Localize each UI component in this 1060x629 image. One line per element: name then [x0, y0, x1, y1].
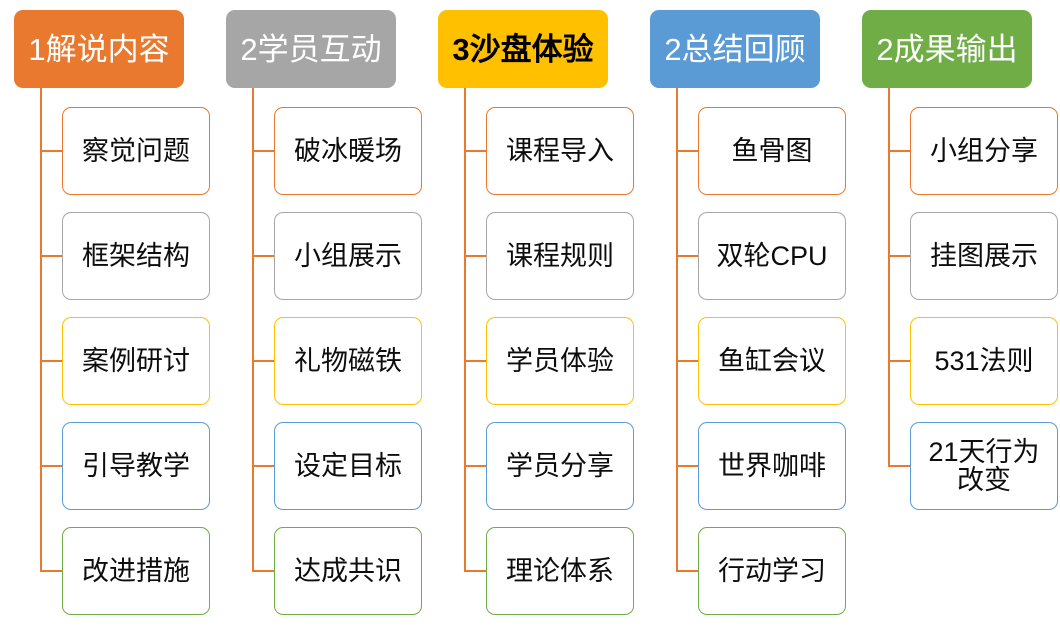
branch-column-4: 2总结回顾鱼骨图双轮CPU 鱼缸会议世界咖啡行动学习 — [636, 0, 848, 629]
child-box[interactable]: 鱼缸会议 — [698, 317, 846, 405]
connector-trunk — [464, 88, 466, 571]
connector-stub — [464, 570, 486, 572]
child-box[interactable]: 破冰暖场 — [274, 107, 422, 195]
connector-stub — [676, 360, 698, 362]
child-box[interactable]: 理论体系 — [486, 527, 634, 615]
child-label: 破冰暖场 — [294, 135, 402, 166]
branch-header-label: 3沙盘体验 — [452, 31, 594, 67]
child-label: 21天行为改变 — [928, 436, 1040, 495]
connector-stub — [676, 150, 698, 152]
connector-stub — [252, 255, 274, 257]
child-box[interactable]: 世界咖啡 — [698, 422, 846, 510]
child-box[interactable]: 小组分享 — [910, 107, 1058, 195]
child-label: 改进措施 — [82, 555, 190, 586]
child-box[interactable]: 设定目标 — [274, 422, 422, 510]
child-box[interactable]: 鱼骨图 — [698, 107, 846, 195]
connector-trunk — [888, 88, 890, 466]
branch-header-label: 2成果输出 — [876, 31, 1018, 67]
child-box[interactable]: 框架结构 — [62, 212, 210, 300]
branch-column-5: 2成果输出小组分享挂图展示 531法则 21天行为改变 — [848, 0, 1060, 629]
child-label: 课程导入 — [506, 135, 614, 166]
connector-stub — [252, 570, 274, 572]
connector-stub — [40, 150, 62, 152]
child-label: 挂图展示 — [930, 240, 1038, 271]
branch-column-2: 2学员互动破冰暖场小组展示礼物磁铁设定目标达成共识 — [212, 0, 424, 629]
child-label: 框架结构 — [82, 240, 190, 271]
child-box[interactable]: 小组展示 — [274, 212, 422, 300]
branch-header-5[interactable]: 2成果输出 — [862, 10, 1032, 88]
child-label: 达成共识 — [294, 555, 402, 586]
connector-stub — [676, 570, 698, 572]
connector-stub — [888, 360, 910, 362]
child-label: 世界咖啡 — [718, 450, 826, 481]
child-box[interactable]: 531法则 — [910, 317, 1058, 405]
child-label: 设定目标 — [294, 450, 402, 481]
child-box[interactable]: 21天行为改变 — [910, 422, 1058, 510]
branch-column-3: 3沙盘体验课程导入课程规则学员体验学员分享理论体系 — [424, 0, 636, 629]
child-box[interactable]: 改进措施 — [62, 527, 210, 615]
child-box[interactable]: 双轮CPU — [698, 212, 846, 300]
child-label: 礼物磁铁 — [294, 345, 402, 376]
branch-header-label: 2学员互动 — [240, 31, 382, 67]
child-box[interactable]: 挂图展示 — [910, 212, 1058, 300]
connector-trunk — [676, 88, 678, 571]
child-label: 行动学习 — [718, 555, 826, 586]
child-box[interactable]: 行动学习 — [698, 527, 846, 615]
connector-stub — [888, 465, 910, 467]
branch-header-1[interactable]: 1解说内容 — [14, 10, 184, 88]
child-box[interactable]: 礼物磁铁 — [274, 317, 422, 405]
connector-stub — [676, 465, 698, 467]
child-label: 小组分享 — [930, 135, 1038, 166]
connector-stub — [464, 255, 486, 257]
child-box[interactable]: 达成共识 — [274, 527, 422, 615]
child-label: 学员体验 — [506, 345, 614, 376]
connector-stub — [464, 150, 486, 152]
connector-stub — [252, 360, 274, 362]
connector-trunk — [252, 88, 254, 571]
child-box[interactable]: 课程规则 — [486, 212, 634, 300]
child-label: 理论体系 — [506, 555, 614, 586]
child-box[interactable]: 察觉问题 — [62, 107, 210, 195]
child-box[interactable]: 案例研讨 — [62, 317, 210, 405]
child-label: 案例研讨 — [82, 345, 190, 376]
child-label: 鱼缸会议 — [718, 345, 826, 376]
connector-stub — [888, 150, 910, 152]
child-label: 课程规则 — [506, 240, 614, 271]
child-label: 小组展示 — [294, 240, 402, 271]
child-box[interactable]: 引导教学 — [62, 422, 210, 510]
branch-header-2[interactable]: 2学员互动 — [226, 10, 396, 88]
connector-stub — [676, 255, 698, 257]
child-box[interactable]: 学员分享 — [486, 422, 634, 510]
connector-stub — [40, 465, 62, 467]
branch-header-4[interactable]: 2总结回顾 — [650, 10, 820, 88]
child-label: 鱼骨图 — [731, 135, 813, 166]
child-label: 察觉问题 — [82, 135, 190, 166]
branch-header-3[interactable]: 3沙盘体验 — [438, 10, 608, 88]
child-box[interactable]: 课程导入 — [486, 107, 634, 195]
connector-stub — [888, 255, 910, 257]
connector-stub — [40, 255, 62, 257]
connector-stub — [40, 360, 62, 362]
child-label: 引导教学 — [82, 450, 190, 481]
branch-header-label: 2总结回顾 — [664, 31, 806, 67]
child-box[interactable]: 学员体验 — [486, 317, 634, 405]
connector-trunk — [40, 88, 42, 571]
connector-stub — [252, 150, 274, 152]
child-label: 531法则 — [934, 345, 1034, 376]
branch-header-label: 1解说内容 — [28, 31, 170, 67]
connector-stub — [464, 465, 486, 467]
child-label: 双轮CPU — [716, 240, 828, 271]
connector-stub — [40, 570, 62, 572]
connector-stub — [464, 360, 486, 362]
branch-column-1: 1解说内容察觉问题框架结构案例研讨引导教学改进措施 — [0, 0, 212, 629]
child-label: 学员分享 — [506, 450, 614, 481]
connector-stub — [252, 465, 274, 467]
